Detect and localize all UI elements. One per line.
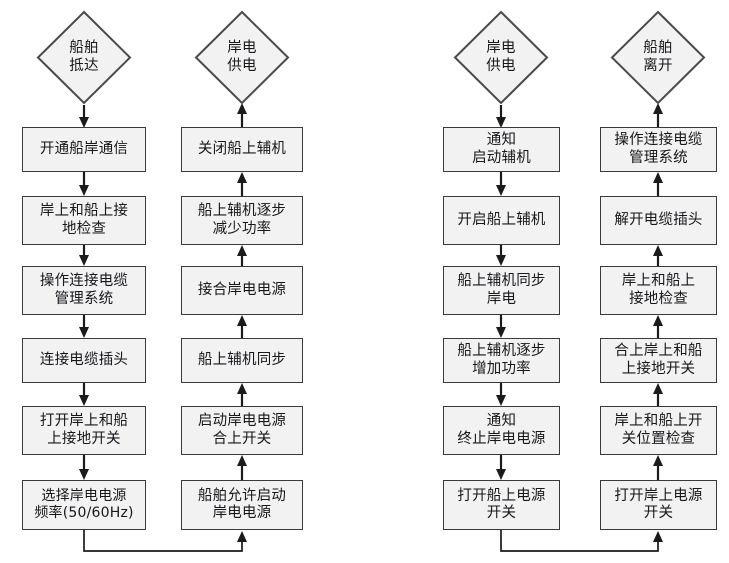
- node-col3-step4[interactable]: 船上辅机逐步 增加功率: [443, 338, 560, 383]
- node-col1-step3[interactable]: 操作连接电缆 管理系统: [22, 266, 146, 315]
- node-col4-step3[interactable]: 岸上和船上 接地检查: [600, 266, 717, 315]
- terminator-shore-power-supply[interactable]: 岸电 供电: [194, 10, 290, 105]
- node-col1-step5[interactable]: 打开岸上和船 上接地开关: [22, 406, 146, 455]
- diamond-shape-icon: [194, 10, 290, 105]
- node-col4-step6[interactable]: 打开岸上电源 开关: [600, 480, 717, 530]
- terminator-ship-departure[interactable]: 船舶 离开: [610, 10, 706, 105]
- node-col2-step1[interactable]: 关闭船上辅机: [181, 127, 303, 172]
- node-col2-step6[interactable]: 船舶允许启动 岸电电源: [181, 480, 303, 530]
- terminator-label: 船舶 离开: [643, 40, 673, 74]
- node-col1-step2[interactable]: 岸上和船上接 地检查: [22, 196, 146, 245]
- node-col2-step3[interactable]: 接合岸电电源: [181, 266, 303, 315]
- node-col1-step4[interactable]: 连接电缆插头: [22, 338, 146, 383]
- terminator-shore-power-supply-2[interactable]: 岸电 供电: [453, 10, 549, 105]
- node-col3-step1[interactable]: 通知 启动辅机: [443, 127, 560, 172]
- node-col4-step2[interactable]: 解开电缆插头: [600, 196, 717, 245]
- diamond-shape-icon: [453, 10, 549, 105]
- node-col3-step5[interactable]: 通知 终止岸电电源: [443, 406, 560, 455]
- node-col1-step1[interactable]: 开通船岸通信: [22, 127, 146, 172]
- terminator-label: 岸电 供电: [227, 40, 257, 74]
- node-col2-step5[interactable]: 启动岸电电源 合上开关: [181, 406, 303, 455]
- node-col2-step4[interactable]: 船上辅机同步: [181, 338, 303, 383]
- node-col3-step6[interactable]: 打开船上电源 开关: [443, 480, 560, 530]
- terminator-label: 岸电 供电: [486, 40, 516, 74]
- diamond-shape-icon: [610, 10, 706, 105]
- terminator-label: 船舶 抵达: [69, 40, 99, 74]
- terminator-ship-arrival[interactable]: 船舶 抵达: [36, 10, 132, 105]
- node-col3-step2[interactable]: 开启船上辅机: [443, 196, 560, 245]
- node-col4-step5[interactable]: 岸上和船上开 关位置检查: [600, 406, 717, 455]
- node-col3-step3[interactable]: 船上辅机同步 岸电: [443, 266, 560, 315]
- node-col1-step6[interactable]: 选择岸电电源 频率(50/60Hz): [22, 480, 146, 530]
- node-col2-step2[interactable]: 船上辅机逐步 减少功率: [181, 196, 303, 245]
- diamond-shape-icon: [36, 10, 132, 105]
- node-col4-step1[interactable]: 操作连接电缆 管理系统: [600, 127, 717, 172]
- node-col4-step4[interactable]: 合上岸上和船 上接地开关: [600, 338, 717, 383]
